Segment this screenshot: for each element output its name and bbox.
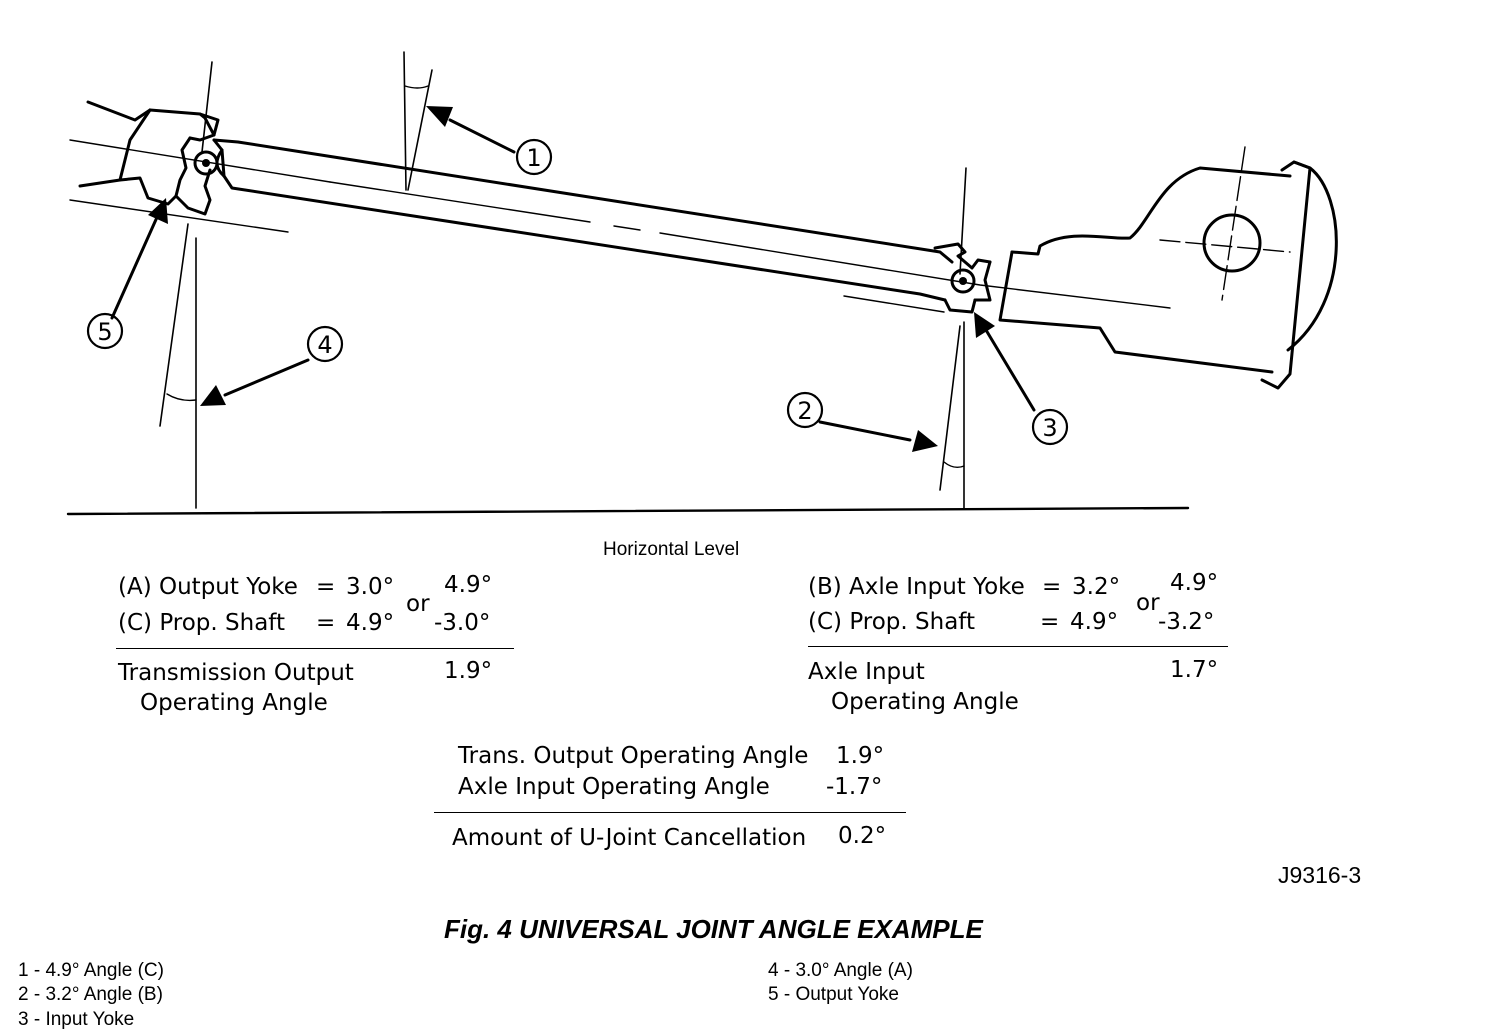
legend-item-4: 4 - 3.0° Angle (A)	[768, 960, 913, 981]
centerlines	[69, 139, 1291, 313]
callout-4: 4	[317, 331, 332, 359]
left-or: or	[406, 591, 430, 617]
arrowheads	[148, 106, 995, 452]
legend-item-1: 1 - 4.9° Angle (C)	[18, 960, 164, 981]
output-yoke-label: (A) Output Yoke	[118, 574, 298, 600]
trans-output-angle-value: 1.9°	[836, 743, 885, 769]
prop-shaft-label-left: (C) Prop. Shaft	[118, 610, 286, 636]
trans-output-angle-label: Trans. Output Operating Angle	[458, 743, 809, 769]
right-or: or	[1136, 590, 1160, 616]
prop-shaft-value-left: 4.9°	[346, 610, 395, 636]
left-calc-rule	[116, 648, 514, 649]
angle-arcs	[166, 85, 965, 469]
transmission-output-label-1: Transmission Output	[118, 660, 354, 686]
axle-input-yoke-label: (B) Axle Input Yoke	[808, 574, 1025, 600]
prop-shaft-label-right: (C) Prop. Shaft	[808, 609, 976, 635]
axle-input-value: 1.7°	[1170, 657, 1219, 683]
axle-input-yoke-eq: =	[1042, 574, 1062, 600]
transmission-output-label-2: Operating Angle	[140, 690, 328, 716]
horizontal-level-label: Horizontal Level	[603, 539, 740, 560]
axle-input-yoke-alt: 4.9°	[1170, 570, 1219, 596]
leader-arrows	[110, 118, 1036, 442]
callout-2: 2	[797, 397, 812, 425]
axle-input-angle-value: -1.7°	[826, 774, 883, 800]
callout-5: 5	[97, 318, 112, 346]
legend-item-5: 5 - Output Yoke	[768, 984, 899, 1005]
legend-item-2: 2 - 3.2° Angle (B)	[18, 984, 163, 1005]
callout-1: 1	[526, 144, 541, 172]
output-yoke-value: 3.0°	[346, 574, 395, 600]
callout-3: 3	[1042, 414, 1057, 442]
prop-shaft-alt-right: -3.2°	[1158, 609, 1215, 635]
right-calc-rule	[808, 646, 1228, 647]
propeller-shaft	[212, 138, 954, 302]
ujoint-cancellation-value: 0.2°	[838, 823, 887, 849]
input-yoke	[933, 242, 992, 314]
output-yoke-eq: =	[316, 574, 336, 600]
output-yoke-alt: 4.9°	[444, 572, 493, 598]
summary-rule	[434, 812, 906, 813]
horizontal-level-line	[66, 506, 1190, 516]
legend-item-3: 3 - Input Yoke	[18, 1009, 135, 1030]
figure-code: J9316-3	[1278, 862, 1362, 888]
figure-caption: Fig. 4 UNIVERSAL JOINT ANGLE EXAMPLE	[444, 914, 983, 944]
axle-input-angle-label: Axle Input Operating Angle	[458, 774, 770, 800]
prop-shaft-eq-left: =	[316, 610, 336, 636]
axle-input-yoke-value: 3.2°	[1072, 574, 1121, 600]
axle-input-label-2: Operating Angle	[831, 689, 1019, 715]
prop-shaft-value-right: 4.9°	[1070, 609, 1119, 635]
axle-input-label-1: Axle Input	[808, 659, 925, 685]
ujoint-cancellation-label: Amount of U-Joint Cancellation	[452, 825, 807, 851]
axle-housing	[998, 160, 1338, 390]
callout-circles	[86, 138, 1069, 446]
transmission-output-value: 1.9°	[444, 658, 493, 684]
prop-shaft-alt-left: -3.0°	[434, 610, 491, 636]
reference-lines	[159, 51, 967, 509]
prop-shaft-eq-right: =	[1040, 609, 1060, 635]
